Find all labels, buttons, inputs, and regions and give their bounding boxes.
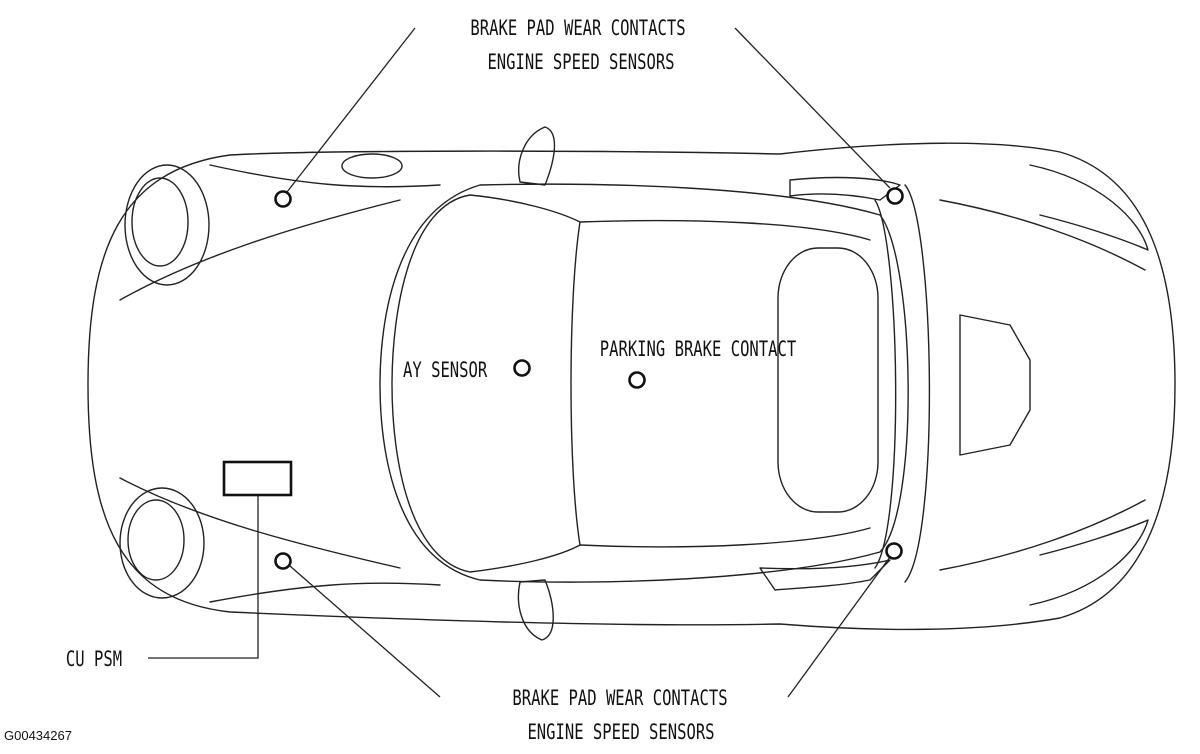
label-ay-sensor: AY SENSOR: [403, 359, 488, 383]
roof-line-top: [579, 219, 871, 241]
sensor-markers: [222, 187, 904, 570]
cu-psm-module: [222, 460, 293, 497]
rear-spoiler: [959, 314, 1031, 456]
label-bottom-line1: BRAKE PAD WEAR CONTACTS: [512, 687, 727, 711]
sensor-front-right: [274, 552, 292, 570]
label-parking-brake: PARKING BRAKE CONTACT: [600, 338, 796, 362]
headlight-left-outer: [124, 164, 210, 286]
headlight-right-inner: [127, 499, 185, 581]
label-top-line1: BRAKE PAD WEAR CONTACTS: [470, 17, 685, 41]
leader-top-right: [734, 27, 891, 189]
rear-deck-line-bottom: [939, 499, 1146, 571]
hood-vent-top: [341, 153, 403, 179]
leader-bottom-left: [289, 565, 441, 698]
roof-line-bottom: [579, 527, 871, 548]
rear-window: [777, 247, 879, 513]
leader-lines: [148, 27, 891, 698]
windshield: [391, 194, 581, 573]
label-top-line2: ENGINE SPEED SENSORS: [487, 51, 674, 75]
headlight-left-inner: [131, 177, 189, 267]
headlight-right-outer: [119, 487, 205, 599]
rear-light-bottom: [1029, 519, 1149, 606]
car-body-outline: [87, 142, 1176, 631]
sensor-ay: [513, 359, 531, 377]
sensor-rear-right: [885, 542, 903, 560]
label-cu-psm: CU PSM: [66, 648, 122, 672]
rear-light-top: [1029, 164, 1149, 251]
label-bottom-line2: ENGINE SPEED SENSORS: [527, 721, 714, 745]
leader-bottom-right: [787, 556, 891, 698]
diagram-labels: BRAKE PAD WEAR CONTACTS ENGINE SPEED SEN…: [4, 17, 796, 745]
hood-line-top: [119, 199, 401, 301]
rear-deck-line-top: [939, 199, 1146, 271]
mirror-top: [518, 126, 556, 186]
figure-id: G00434267: [4, 728, 72, 743]
cabin-outline: [379, 183, 909, 583]
rear-band: [904, 184, 931, 583]
fender-line-bottom: [209, 582, 441, 603]
leader-cu-psm: [148, 478, 259, 659]
sensor-parking-brake: [628, 371, 646, 389]
sensor-rear-left: [886, 187, 904, 205]
fender-line-top: [209, 164, 441, 188]
rear-band-inner: [874, 199, 897, 569]
side-intake-bottom: [759, 559, 891, 591]
mirror-bottom: [517, 579, 554, 641]
hood-line-bottom: [119, 477, 401, 569]
sensor-front-left: [274, 190, 292, 208]
leader-top-left: [286, 27, 416, 193]
